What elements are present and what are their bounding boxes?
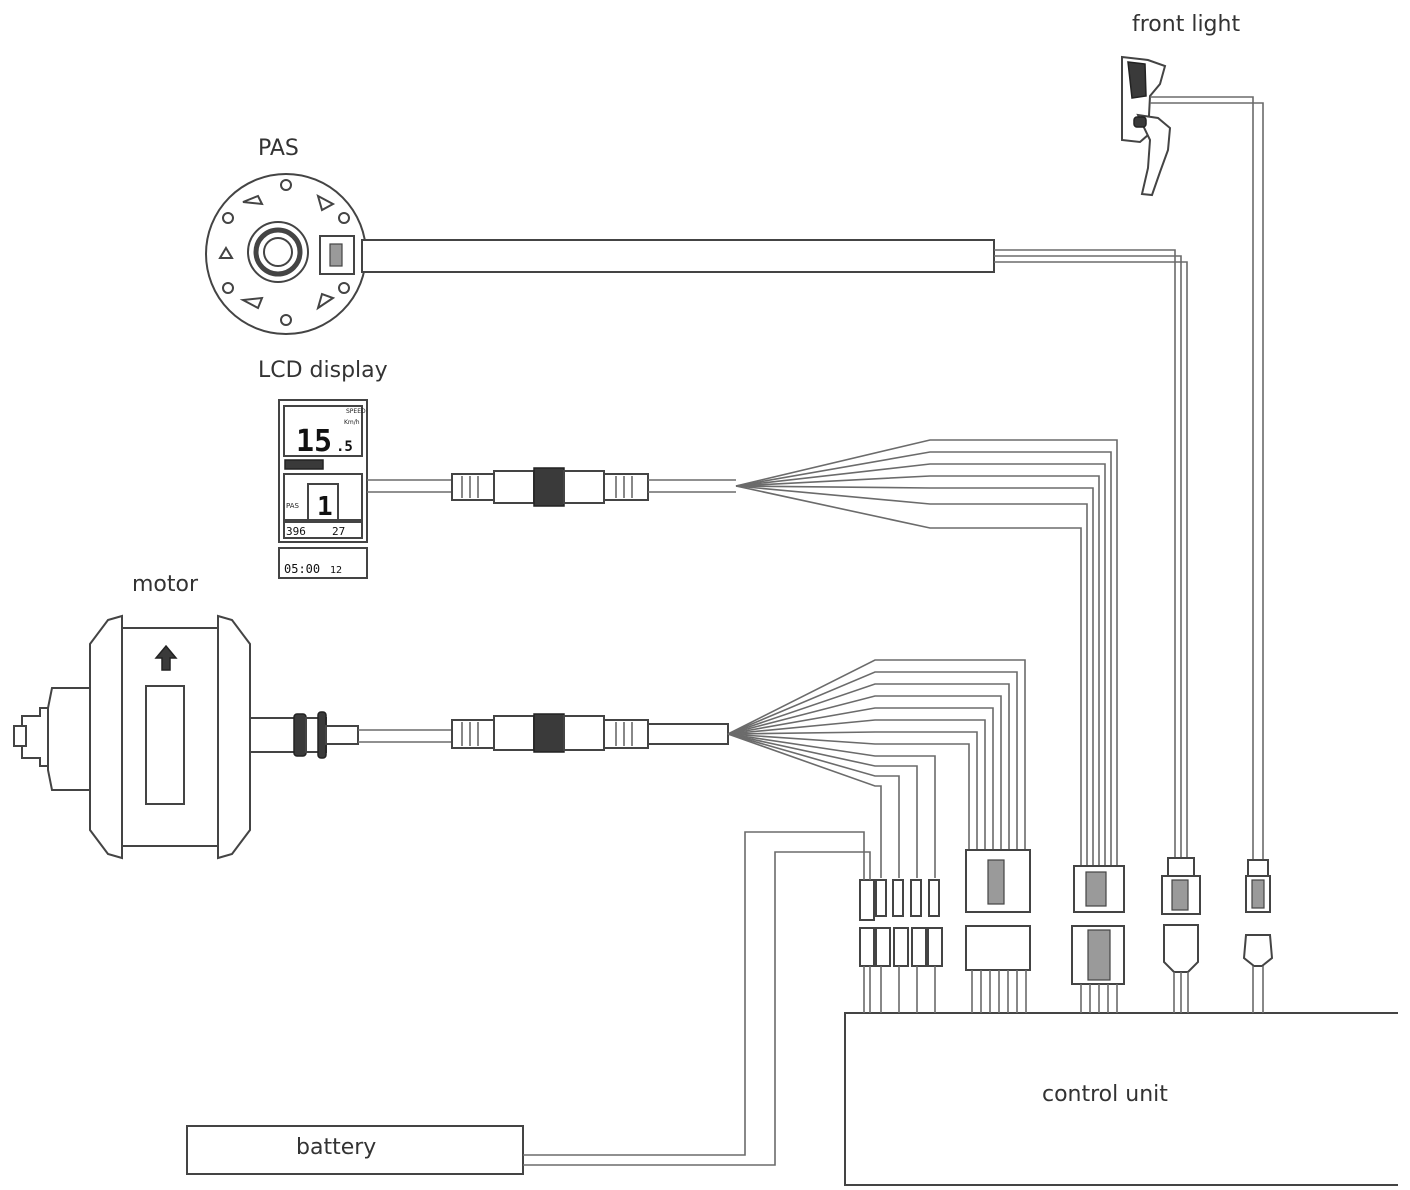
lcd-pas-level: 1 (317, 492, 333, 522)
lcd-time-extra: 12 (330, 565, 342, 576)
lcd-connector (1071, 865, 1125, 1013)
pas-sensor-icon (205, 173, 367, 335)
pas-label: PAS (258, 136, 299, 161)
lcd-inline-connector (451, 467, 649, 507)
lcd-display-icon: SPEED Km/h 15 .5 PAS 1 396 27 05:00 12 (278, 399, 368, 579)
bullet-connectors (859, 879, 943, 1013)
motor-cable (358, 659, 1026, 878)
front-light-label: front light (1132, 12, 1241, 37)
front-light-connector (1242, 859, 1274, 1013)
lcd-distance: 396 (286, 525, 306, 538)
lcd-speed-decimal: .5 (336, 439, 353, 455)
lcd-temperature: 27 (332, 525, 345, 538)
lcd-cable (367, 439, 1118, 866)
battery-label: battery (296, 1135, 377, 1160)
lcd-speed-main: 15 (296, 424, 332, 459)
pas-cable (361, 239, 1188, 862)
motor-label: motor (132, 572, 199, 597)
pas-connector (1161, 857, 1201, 1013)
front-light-icon (1121, 55, 1172, 197)
front-light-cable (1150, 96, 1264, 862)
control-unit-label: control unit (1042, 1082, 1168, 1107)
lcd-time: 05:00 (284, 562, 320, 576)
lcd-pas-label: PAS (286, 502, 300, 510)
battery-icon (186, 1125, 524, 1175)
lcd-display-label: LCD display (258, 358, 388, 383)
lcd-header: SPEED (346, 408, 366, 415)
motor-icon (13, 614, 359, 860)
battery-cable (523, 831, 871, 1166)
lcd-speed-unit: Km/h (344, 419, 360, 426)
motor-inline-connector (451, 713, 649, 753)
motor-multi-connector (965, 849, 1031, 1013)
control-unit (844, 1012, 1398, 1186)
